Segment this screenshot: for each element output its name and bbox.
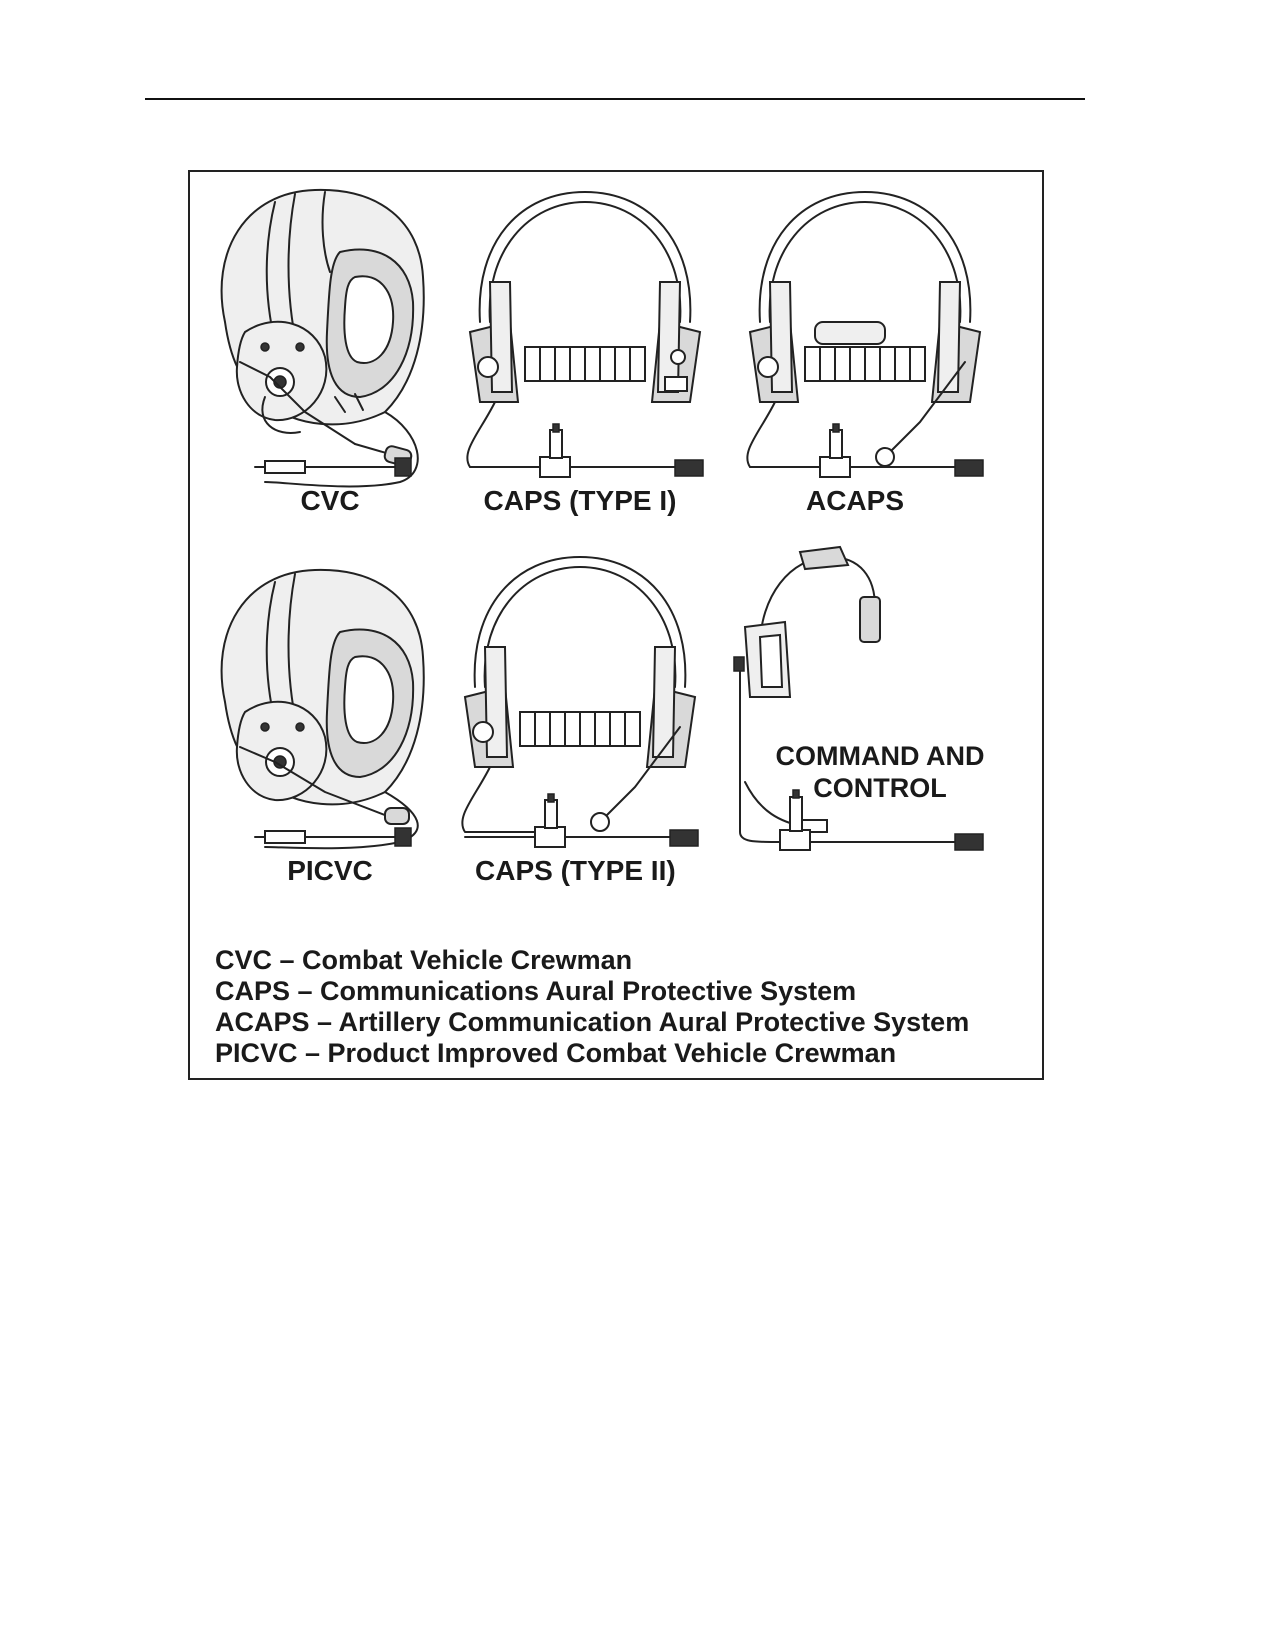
label-command-control-line2: CONTROL — [813, 773, 947, 803]
acaps-headset-illustration — [746, 191, 982, 468]
header-rule — [145, 98, 1085, 100]
label-acaps: ACAPS — [805, 485, 904, 516]
legend-line-cvc: CVC – Combat Vehicle Crewman — [215, 945, 633, 975]
acronym-legend: CVC – Combat Vehicle Crewman CAPS – Comm… — [215, 945, 969, 1069]
acaps-cable — [749, 423, 984, 478]
cvc-cable-connector — [254, 457, 412, 477]
label-command-control-line1: COMMAND AND — [775, 741, 985, 771]
picvc-helmet-illustration — [220, 568, 425, 850]
headset-figure: CVC CAPS (TYPE I) — [188, 170, 1044, 1080]
caps-type2-headset-illustration — [461, 556, 697, 833]
picvc-cable-connector — [254, 827, 412, 847]
cvc-helmet-illustration — [220, 188, 425, 488]
label-cvc: CVC — [300, 485, 360, 516]
label-caps-type2: CAPS (TYPE II) — [475, 855, 676, 886]
label-picvc: PICVC — [287, 855, 373, 886]
command-control-headset-illustration — [733, 545, 881, 748]
caps-type1-cable — [469, 423, 704, 478]
caps-type1-headset-illustration — [466, 191, 702, 468]
command-control-cable — [739, 741, 984, 851]
label-caps-type1: CAPS (TYPE I) — [483, 485, 677, 516]
caps-type2-cable — [464, 793, 699, 848]
legend-line-picvc: PICVC – Product Improved Combat Vehicle … — [215, 1038, 897, 1068]
legend-line-acaps: ACAPS – Artillery Communication Aural Pr… — [215, 1007, 970, 1037]
legend-line-caps: CAPS – Communications Aural Protective S… — [215, 976, 857, 1006]
